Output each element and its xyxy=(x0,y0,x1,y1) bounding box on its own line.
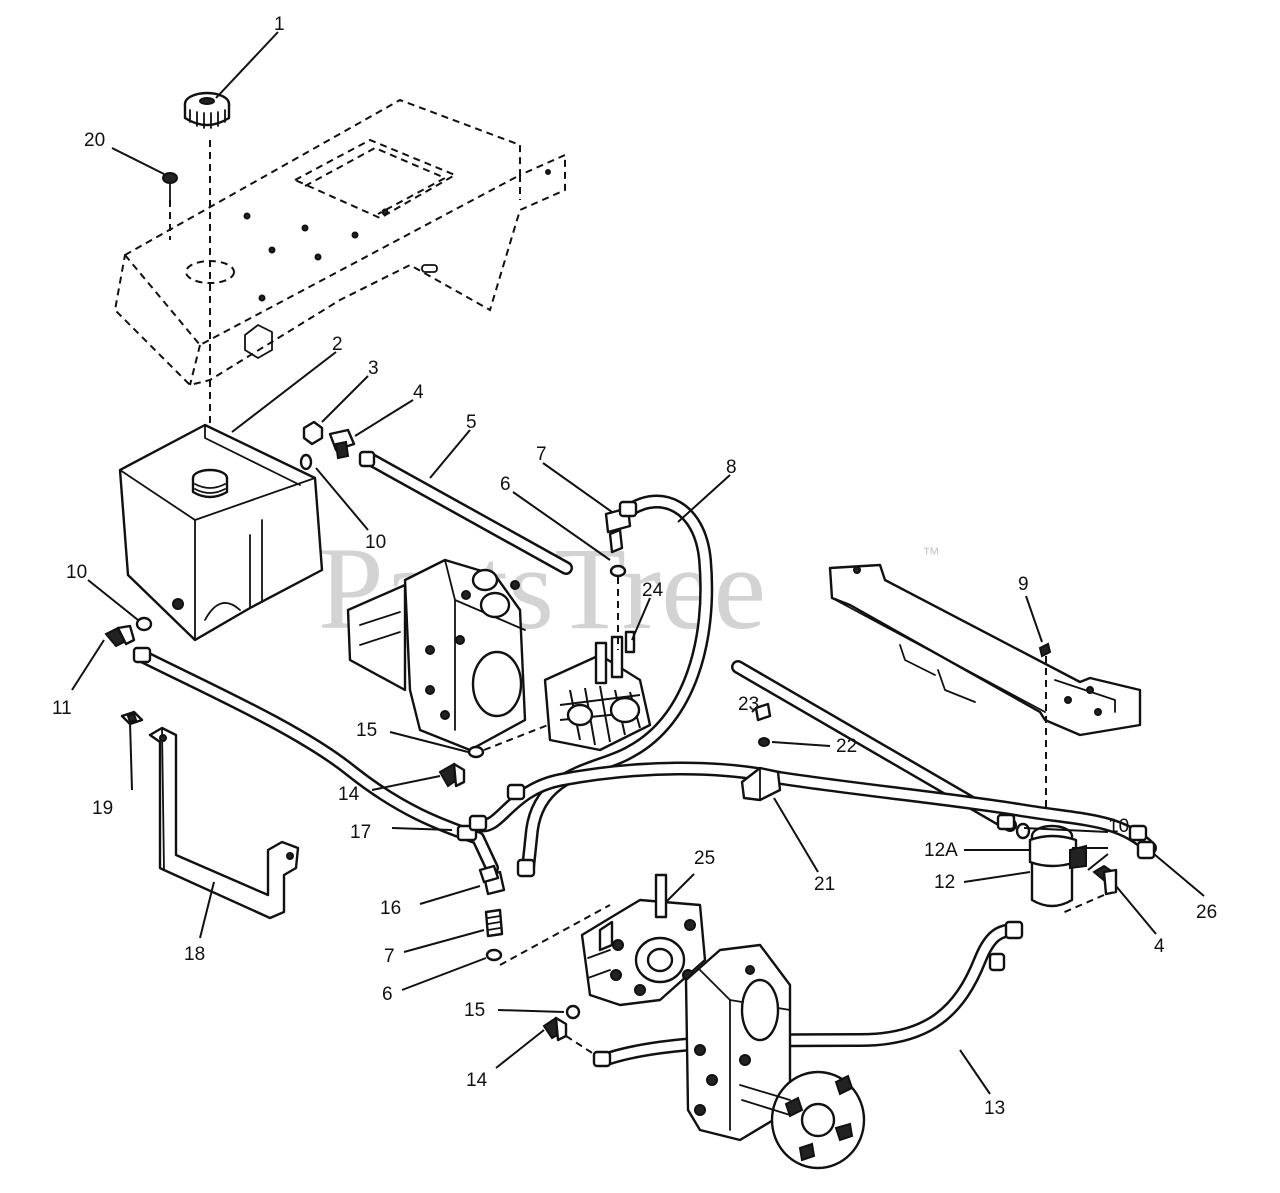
axis-line-fitting-low xyxy=(565,1035,601,1059)
callout-10-right: 10 xyxy=(1108,816,1129,837)
part-elbow-fitting-4[interactable] xyxy=(328,428,356,460)
callout-4-right: 4 xyxy=(1154,936,1165,957)
callout-19: 19 xyxy=(92,798,113,819)
part-clip-19[interactable] xyxy=(120,710,144,726)
part-washer-22[interactable] xyxy=(758,737,770,747)
part-o-ring-10-right[interactable] xyxy=(1015,822,1031,840)
part-o-ring-15-bottom[interactable] xyxy=(565,1004,581,1020)
part-o-ring-15-top[interactable] xyxy=(467,745,485,759)
callout-10-left: 10 xyxy=(66,562,87,583)
part-fitting-14-bottom[interactable] xyxy=(542,1016,568,1042)
watermark-trademark: ™ xyxy=(922,544,940,564)
part-hose-17[interactable] xyxy=(132,646,499,875)
callout-labels: 1 20 2 3 4 5 7 6 8 10 10 24 9 11 23 15 2… xyxy=(52,14,1217,1119)
part-fitting-16[interactable] xyxy=(478,864,506,896)
part-screw-20[interactable] xyxy=(162,172,178,201)
part-tube-5[interactable] xyxy=(358,450,573,575)
axis-line-valve-low xyxy=(499,904,611,966)
part-bracket-upper-right xyxy=(828,563,1142,737)
part-fitting-14-top[interactable] xyxy=(438,762,466,788)
callout-24: 24 xyxy=(642,580,664,601)
callout-8: 8 xyxy=(726,457,737,478)
part-elbow-fitting-4-right[interactable] xyxy=(1092,864,1118,896)
part-hydraulic-pump-upper xyxy=(346,558,527,752)
callout-6-top: 6 xyxy=(500,474,511,495)
callout-7-bottom: 7 xyxy=(384,946,395,967)
callout-2: 2 xyxy=(332,334,343,355)
callout-26: 26 xyxy=(1196,902,1217,923)
part-o-ring-6-top[interactable] xyxy=(609,564,627,578)
callout-21: 21 xyxy=(814,874,835,895)
part-bolt-23[interactable] xyxy=(754,702,772,722)
callout-13: 13 xyxy=(984,1098,1005,1119)
part-filter-12[interactable] xyxy=(1028,824,1087,908)
callout-1: 1 xyxy=(274,14,285,35)
part-o-ring-10-top[interactable] xyxy=(299,453,313,471)
callout-18: 18 xyxy=(184,944,205,965)
part-hydraulic-pump-lower xyxy=(684,943,866,1170)
callout-12A: 12A xyxy=(924,840,958,861)
part-hose-13[interactable] xyxy=(592,920,1024,1068)
part-hydraulic-tank[interactable] xyxy=(118,423,324,642)
callout-14-bottom: 14 xyxy=(466,1070,488,1091)
callout-9: 9 xyxy=(1018,574,1029,595)
callout-11: 11 xyxy=(52,698,72,719)
part-frame-console xyxy=(113,98,566,387)
part-nut-3[interactable] xyxy=(302,420,324,446)
callout-7-top: 7 xyxy=(536,444,547,465)
callout-22: 22 xyxy=(836,736,857,757)
part-screw-9[interactable] xyxy=(1038,642,1052,658)
part-elbow-11[interactable] xyxy=(104,624,136,648)
callout-14-top: 14 xyxy=(338,784,360,805)
part-strap-18[interactable] xyxy=(148,726,300,920)
callout-25: 25 xyxy=(694,848,715,869)
callout-6-bottom: 6 xyxy=(382,984,393,1005)
part-fuel-cap[interactable] xyxy=(183,91,231,129)
callout-23: 23 xyxy=(738,694,759,715)
part-hose-center xyxy=(468,761,1157,860)
callout-5: 5 xyxy=(466,412,477,433)
callout-15-top: 15 xyxy=(356,720,377,741)
callout-20: 20 xyxy=(84,130,105,151)
callout-15-bottom: 15 xyxy=(464,1000,485,1021)
callout-3: 3 xyxy=(368,358,379,379)
callout-12: 12 xyxy=(934,872,955,893)
callout-17: 17 xyxy=(350,822,371,843)
callout-16: 16 xyxy=(380,898,401,919)
callout-4-top: 4 xyxy=(413,382,424,403)
part-o-ring-6-bottom[interactable] xyxy=(485,948,503,962)
part-valve-24[interactable] xyxy=(543,630,652,752)
axis-line-filter-low xyxy=(1059,894,1105,915)
part-clamp-21[interactable] xyxy=(740,766,782,802)
part-fitting-7-bottom[interactable] xyxy=(484,908,504,938)
callout-leaders xyxy=(71,31,1205,1095)
part-o-ring-10-left[interactable] xyxy=(135,616,153,632)
callout-10-top: 10 xyxy=(365,532,386,553)
